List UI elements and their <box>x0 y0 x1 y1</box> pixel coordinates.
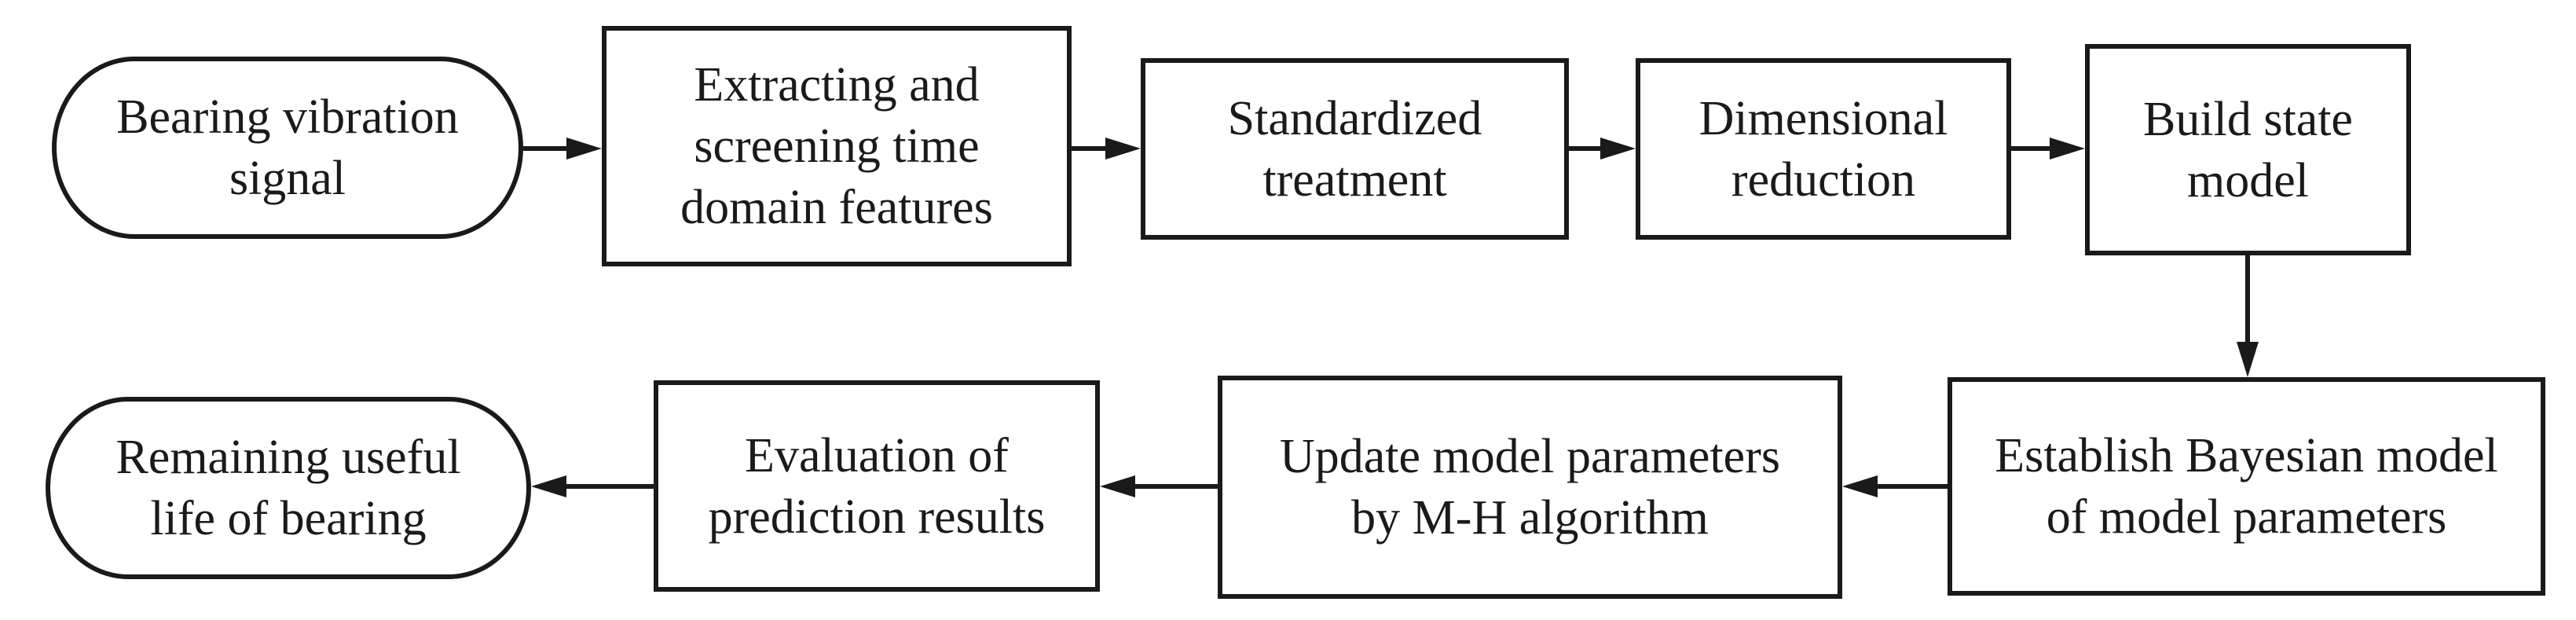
arrow-build-state-to-bayesian <box>2237 255 2259 377</box>
arrow-bayesian-to-update-mh <box>1842 475 1948 497</box>
node-label: Evaluation of prediction results <box>708 428 1046 544</box>
node-evaluation-prediction-results: Evaluation of prediction results <box>654 380 1100 592</box>
node-label: Build state model <box>2143 92 2353 207</box>
arrowhead-right-icon <box>2050 138 2085 160</box>
arrowhead-left-icon <box>1100 475 1135 497</box>
node-build-state-model: Build state model <box>2085 44 2411 255</box>
arrowhead-right-icon <box>1105 138 1141 160</box>
arrow-signal-to-extracting <box>523 138 602 160</box>
node-bearing-vibration-signal: Bearing vibration signal <box>52 57 523 239</box>
arrow-stem <box>1569 146 1603 151</box>
arrow-stem <box>1875 484 1948 489</box>
arrowhead-down-icon <box>2237 342 2259 377</box>
arrowhead-right-icon <box>1600 138 1636 160</box>
arrow-evaluation-to-remaining-life <box>531 475 654 497</box>
arrow-update-mh-to-evaluation <box>1100 475 1218 497</box>
node-remaining-useful-life: Remaining useful life of bearing <box>46 397 531 579</box>
arrow-extracting-to-standardized <box>1072 138 1141 160</box>
node-label: Establish Bayesian model of model parame… <box>1995 429 2498 544</box>
arrow-standardized-to-dimensional <box>1569 138 1636 160</box>
arrow-dimensional-to-build-state <box>2011 138 2085 160</box>
node-label: Bearing vibration signal <box>116 90 459 205</box>
node-update-parameters-mh: Update model parameters by M-H algorithm <box>1218 376 1842 599</box>
arrow-stem <box>1072 146 1108 151</box>
node-label: Extracting and screening time domain fea… <box>680 58 993 234</box>
arrowhead-left-icon <box>1842 475 1878 497</box>
arrowhead-left-icon <box>531 475 566 497</box>
arrow-stem <box>2245 255 2250 344</box>
node-establish-bayesian-model: Establish Bayesian model of model parame… <box>1948 377 2545 596</box>
arrow-stem <box>523 146 569 151</box>
arrow-stem <box>1133 484 1218 489</box>
node-label: Remaining useful life of bearing <box>115 431 461 545</box>
node-dimensional-reduction: Dimensional reduction <box>1636 58 2011 240</box>
arrow-stem <box>2011 146 2052 151</box>
arrow-stem <box>564 484 654 489</box>
node-label: Standardized treatment <box>1227 91 1482 207</box>
node-label: Dimensional reduction <box>1698 91 1948 207</box>
node-standardized-treatment: Standardized treatment <box>1141 58 1569 240</box>
node-label: Update model parameters by M-H algorithm <box>1280 430 1780 545</box>
arrowhead-right-icon <box>566 138 602 160</box>
node-extract-screen-features: Extracting and screening time domain fea… <box>602 26 1072 266</box>
